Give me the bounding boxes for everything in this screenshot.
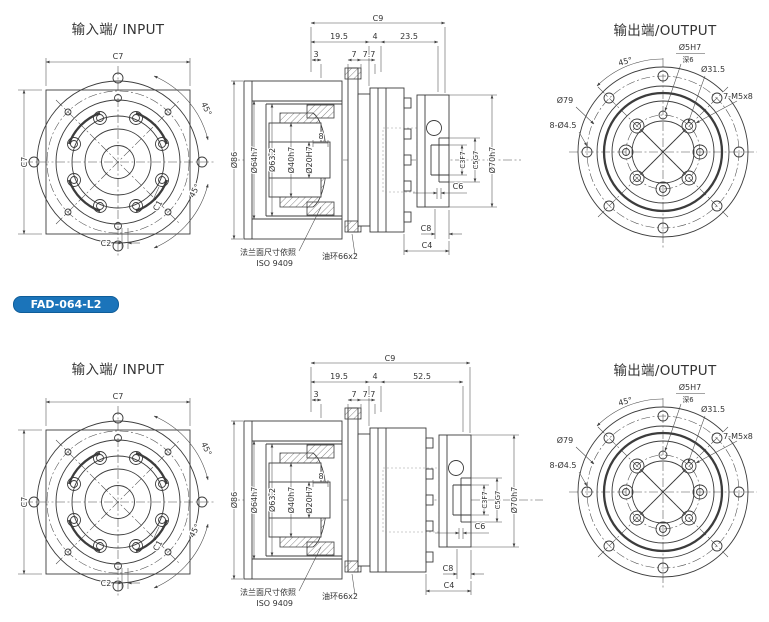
- section-geometry: [243, 407, 472, 580]
- dim-c9: C9: [373, 14, 384, 23]
- output-geometry: [577, 66, 749, 238]
- section-notes: 法兰面尺寸依照 ISO 9409 油环66x2: [240, 206, 358, 268]
- dim-7: 7: [351, 390, 356, 399]
- dim-d64: Ø64h7: [249, 487, 259, 514]
- dim-3: 3: [313, 390, 318, 399]
- dim-c2: C2: [101, 239, 112, 248]
- section-geometry: [243, 67, 450, 240]
- output-view-title: 输出端/OUTPUT: [613, 363, 717, 379]
- dim-19-5: 19.5: [330, 372, 348, 381]
- section-dimensions: C9 19.5 4 23.5 3 7 7.7 Ø86 Ø: [228, 13, 498, 255]
- dim-key-8: 8: [318, 132, 323, 141]
- dim-d40: Ø40h7: [286, 487, 296, 514]
- dim-angle-45: 45°: [617, 395, 633, 407]
- dim-c6: C6: [475, 522, 486, 531]
- dim-recess-dia: Ø31.5: [701, 404, 725, 414]
- dim-d20: Ø20H7: [304, 486, 314, 514]
- dim-pin-depth: 深6: [682, 395, 693, 404]
- output-flange-view: 45° Ø5H7 深6 Ø31.5 7-M5x8 Ø79 8-Ø4.5: [548, 381, 757, 590]
- dim-bolt-spec: 7-M5x8: [723, 432, 753, 441]
- dim-d63: Ø63.2: [267, 488, 277, 512]
- dim-c7-top: C7: [113, 52, 124, 61]
- dim-c8: C8: [443, 564, 454, 573]
- dim-c7-left: C7: [20, 157, 29, 168]
- dim-pin-depth: 深6: [682, 55, 693, 64]
- dim-recess-dia: Ø31.5: [701, 64, 725, 74]
- dim-3: 3: [313, 50, 318, 59]
- dim-c9: C9: [385, 354, 396, 363]
- input-flange-view: C7 C7 C1 C2 45° 45°: [18, 391, 214, 598]
- oil-ring-note: 油环66x2: [322, 591, 358, 601]
- model-badge: FAD-064-L2: [13, 296, 119, 313]
- cross-section-view: C9 19.5 4 52.5 3 7 7.7 Ø86 Ø: [228, 353, 543, 608]
- dim-c2: C2: [101, 579, 112, 588]
- dim-7-7: 7.7: [363, 390, 376, 399]
- dim-pin-dia: Ø5H7: [679, 42, 702, 52]
- dim-c3: C3F7: [459, 151, 467, 168]
- dim-c4: C4: [422, 241, 433, 250]
- output-bolt-holes: [581, 410, 745, 574]
- cross-section-view: C9 19.5 4 23.5 3 7 7.7 Ø86 Ø: [228, 13, 521, 268]
- dim-52-5: 52.5: [413, 372, 431, 381]
- output-flange-view: 45° Ø5H7 深6 Ø31.5 7-M5x8 Ø79 8-Ø4.5: [548, 41, 757, 250]
- flange-note-line1: 法兰面尺寸依照: [240, 587, 296, 597]
- output-dimensions: 45° Ø5H7 深6 Ø31.5 7-M5x8 Ø79 8-Ø4.5: [548, 381, 754, 487]
- section-dimensions: C9 19.5 4 52.5 3 7 7.7 Ø86 Ø: [228, 353, 520, 595]
- dim-c6: C6: [453, 182, 464, 191]
- section-notes: 法兰面尺寸依照 ISO 9409 油环66x2: [240, 546, 358, 608]
- dim-pin-dia: Ø5H7: [679, 382, 702, 392]
- dim-c3: C3F7: [481, 491, 489, 508]
- dim-d64: Ø64h7: [249, 147, 259, 174]
- dim-c8: C8: [421, 224, 432, 233]
- input-dimensions: C7 C7 C1 C2 45° 45°: [18, 391, 214, 589]
- gearbox-views-row-1: 输入端/ INPUT 输出端/OUTPUT: [0, 8, 769, 300]
- dim-c5: C5G7: [494, 491, 502, 510]
- dim-angle-top: 45°: [199, 101, 213, 118]
- dim-d63: Ø63.2: [267, 148, 277, 172]
- dim-7-7: 7.7: [363, 50, 376, 59]
- dim-bolt-spec: 7-M5x8: [723, 92, 753, 101]
- dim-c7-left: C7: [20, 497, 29, 508]
- output-dimensions: 45° Ø5H7 深6 Ø31.5 7-M5x8 Ø79 8-Ø4.5: [548, 41, 754, 147]
- gearbox-views-row-2: 输入端/ INPUT 输出端/OUTPUT: [0, 348, 769, 622]
- dim-d86: Ø86: [229, 492, 239, 508]
- dim-7: 7: [351, 50, 356, 59]
- dim-bolt-circle: Ø79: [557, 95, 573, 105]
- dim-4: 4: [372, 372, 377, 381]
- dim-c5: C5G7: [472, 151, 480, 170]
- flange-note-line1: 法兰面尺寸依照: [240, 247, 296, 257]
- flange-note-line2: ISO 9409: [256, 259, 293, 268]
- dim-c7-top: C7: [113, 392, 124, 401]
- input-view-title: 输入端/ INPUT: [71, 362, 165, 378]
- dim-d70: Ø70h7: [487, 147, 497, 174]
- dim-19-5: 19.5: [330, 32, 348, 41]
- flange-note-line2: ISO 9409: [256, 599, 293, 608]
- dim-4: 4: [372, 32, 377, 41]
- dim-d70: Ø70h7: [509, 487, 519, 514]
- dim-c4: C4: [444, 581, 455, 590]
- dim-d86: Ø86: [229, 152, 239, 168]
- dim-through-holes: 8-Ø4.5: [550, 460, 577, 470]
- dim-d40: Ø40h7: [286, 147, 296, 174]
- dim-key-8: 8: [318, 472, 323, 481]
- input-flange-view: C7 C7 C1 C2 45° 45°: [18, 51, 214, 258]
- dim-23-5: 23.5: [400, 32, 418, 41]
- dim-through-holes: 8-Ø4.5: [550, 120, 577, 130]
- dim-angle-top: 45°: [199, 441, 213, 458]
- dim-d20: Ø20H7: [304, 146, 314, 174]
- oil-ring-note: 油环66x2: [322, 251, 358, 261]
- dim-bolt-circle: Ø79: [557, 435, 573, 445]
- output-geometry: [577, 406, 749, 578]
- dim-angle-45: 45°: [617, 55, 633, 67]
- input-geometry: [36, 420, 200, 584]
- input-dimensions: C7 C7 C1 C2 45° 45°: [18, 51, 214, 249]
- output-bolt-holes: [581, 70, 745, 234]
- input-view-title: 输入端/ INPUT: [71, 22, 165, 38]
- output-view-title: 输出端/OUTPUT: [613, 23, 717, 39]
